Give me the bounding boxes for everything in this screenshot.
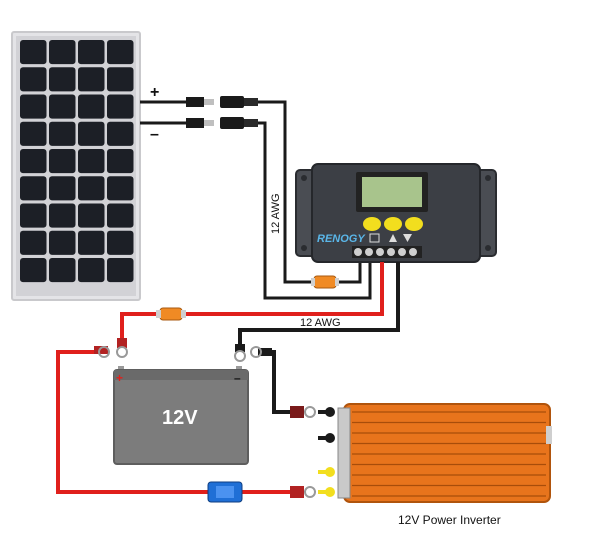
solar-cell: [49, 148, 76, 174]
solar-cell: [78, 121, 105, 146]
controller-button-left: [363, 217, 381, 231]
solar-cell: [107, 94, 134, 119]
inverter-caption: 12V Power Inverter: [398, 513, 501, 527]
solar-cell: [49, 176, 76, 201]
pv-minus-label: –: [150, 126, 159, 143]
battery: + – 12V: [113, 366, 249, 465]
solar-cell: [107, 148, 134, 174]
inverter-fins: [352, 411, 546, 497]
inverter-wires: [56, 350, 316, 503]
solar-cell: [107, 203, 134, 228]
wire-gauge-horizontal-label: 12 AWG: [300, 317, 341, 329]
battery-plus-label: +: [116, 371, 123, 385]
solar-cell: [20, 148, 47, 174]
solar-cell: [78, 148, 105, 174]
solar-cell: [20, 40, 47, 65]
solar-cell: [107, 257, 134, 283]
pv-wires: [140, 100, 372, 300]
controller-terminals: [352, 246, 422, 258]
controller-brand: RENOGY: [317, 233, 366, 245]
solar-cells: [20, 40, 134, 283]
controller-button-right: [405, 217, 423, 231]
solar-cell: [20, 67, 47, 92]
solar-cell: [107, 67, 134, 92]
inline-fuse-icon: [311, 275, 339, 289]
inline-fuse-icon: [156, 307, 186, 321]
battery-wires: [120, 262, 400, 348]
ring-terminal-icon: [94, 338, 272, 362]
inverter-terminals: [318, 407, 335, 497]
solar-cell: [107, 230, 134, 255]
controller-button-middle: [384, 217, 402, 231]
lcd-display: [362, 177, 422, 207]
solar-cell: [107, 121, 134, 146]
solar-cell: [107, 40, 134, 65]
solar-cell: [20, 203, 47, 228]
battery-minus-label: –: [234, 371, 241, 385]
solar-cell: [49, 67, 76, 92]
solar-cell: [20, 257, 47, 283]
pv-plus-label: +: [150, 84, 159, 101]
solar-cell: [78, 203, 105, 228]
solar-cell: [107, 176, 134, 201]
solar-cell: [49, 94, 76, 119]
solar-cell: [20, 94, 47, 119]
solar-cell: [49, 40, 76, 65]
solar-cell: [49, 230, 76, 255]
solar-cell: [78, 176, 105, 201]
solar-cell: [78, 40, 105, 65]
solar-cell: [78, 67, 105, 92]
solar-cell: [78, 94, 105, 119]
solar-cell: [78, 257, 105, 283]
solar-cell: [78, 230, 105, 255]
ring-terminal-icon: [290, 406, 316, 498]
mc4-connector-icon: [186, 96, 258, 129]
power-inverter: [318, 403, 552, 503]
solar-cell: [49, 203, 76, 228]
solar-cell: [20, 176, 47, 201]
wire-gauge-vertical-label: 12 AWG: [270, 193, 282, 234]
solar-cell: [49, 121, 76, 146]
charge-controller: RENOGY: [295, 163, 497, 263]
inline-fuse-icon: [207, 481, 243, 503]
solar-cell: [20, 121, 47, 146]
battery-voltage-label: 12V: [162, 407, 198, 429]
solar-cell: [49, 257, 76, 283]
solar-cell: [20, 230, 47, 255]
solar-panel: [11, 31, 141, 301]
